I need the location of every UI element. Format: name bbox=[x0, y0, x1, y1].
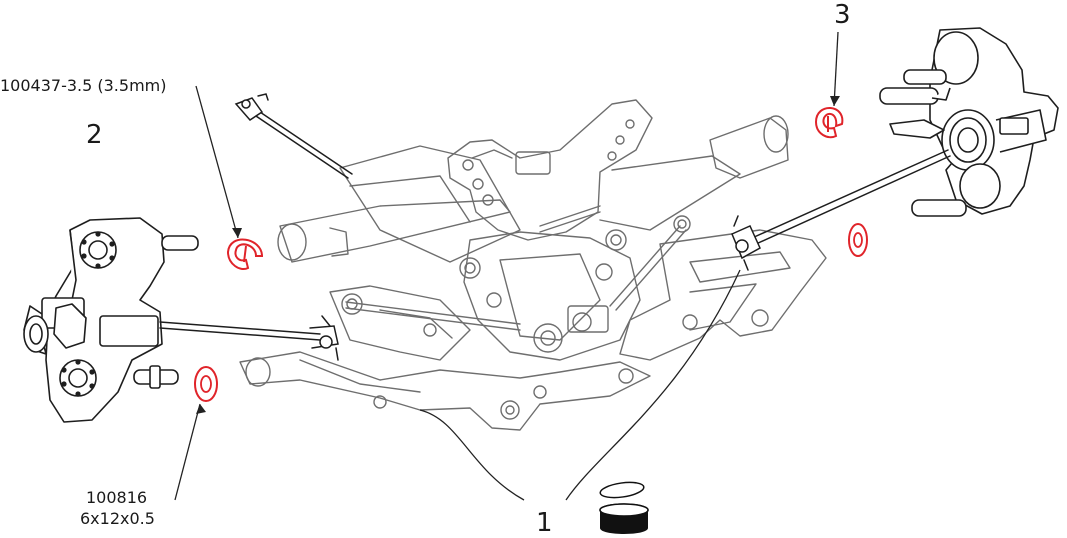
left-upper-link bbox=[329, 285, 471, 361]
upper-drive-shaft bbox=[234, 93, 353, 179]
grease-tub-icon bbox=[599, 481, 649, 534]
leader-step1-left bbox=[419, 409, 525, 501]
leader-step1-right bbox=[565, 269, 741, 501]
part-clip-code-label: 100437-3.5 (3.5mm) bbox=[0, 76, 167, 95]
leader-clip-code bbox=[195, 85, 239, 239]
shock-tower bbox=[447, 99, 653, 241]
right-hub-carrier bbox=[879, 27, 1059, 217]
chassis-brace bbox=[339, 145, 741, 263]
lower-arm-right bbox=[619, 229, 827, 361]
right-drive-shaft bbox=[731, 149, 951, 271]
differential-gearbox bbox=[459, 229, 641, 361]
rear-arm-upper bbox=[277, 115, 789, 263]
leader-step3 bbox=[833, 31, 839, 107]
leader-arrowheads bbox=[196, 96, 840, 414]
lower-arm-left bbox=[239, 351, 651, 431]
shaft-clip-left bbox=[226, 238, 264, 270]
leader-washer-code bbox=[174, 403, 201, 501]
washer-left bbox=[194, 366, 218, 402]
shaft-clip-right bbox=[814, 107, 844, 139]
left-drive-shaft bbox=[159, 315, 339, 361]
turnbuckle-links bbox=[345, 205, 691, 331]
step-2-label: 2 bbox=[86, 120, 103, 150]
part-washer-size-label: 6x12x0.5 bbox=[80, 509, 155, 528]
part-washer-code-label: 100816 bbox=[86, 488, 148, 507]
leader-lines bbox=[174, 31, 839, 501]
step-3-label: 3 bbox=[834, 0, 851, 30]
washer-right bbox=[848, 223, 868, 257]
step-1-label: 1 bbox=[536, 508, 553, 538]
left-hub-carrier bbox=[23, 217, 199, 423]
